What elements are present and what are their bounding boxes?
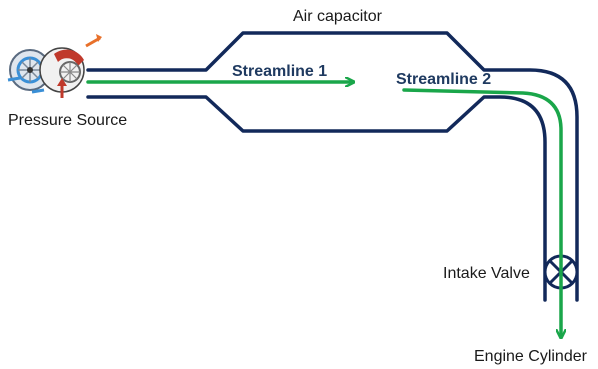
engine-cylinder-label: Engine Cylinder: [474, 348, 588, 365]
intake-valve-label: Intake Valve: [443, 265, 530, 282]
streamline-2-arrow: [402, 88, 561, 336]
air-capacitor-label: Air capacitor: [293, 8, 383, 25]
turbocharger-icon: [7, 34, 102, 98]
streamline-2-label: Streamline 2: [396, 71, 491, 88]
pressure-source-label: Pressure Source: [8, 112, 127, 129]
pipe-lower-wall: [86, 95, 547, 302]
pipe-upper-wall: [86, 31, 579, 302]
streamline-1-label: Streamline 1: [232, 63, 327, 80]
